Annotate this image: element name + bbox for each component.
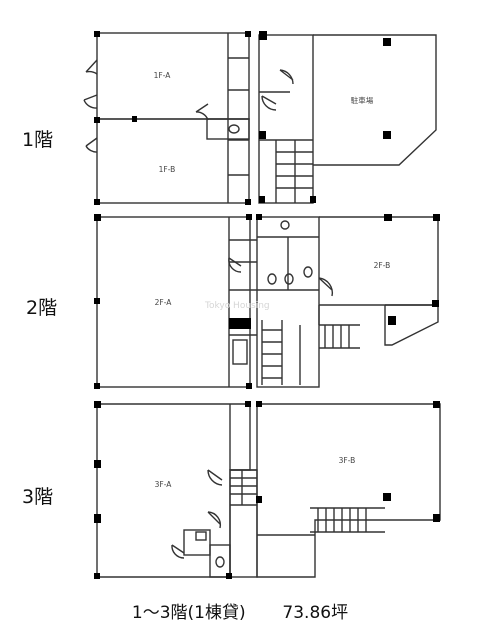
room-3f-b-label: 3F-B (339, 456, 356, 465)
caption: 1～3階(1棟貸) 73.86坪 (0, 598, 480, 623)
floor-2-columns (94, 214, 440, 389)
room-2f-b-label: 2F-B (374, 261, 391, 270)
floor-1-plan (83, 32, 437, 204)
floor-2-label: 2階 (26, 297, 58, 319)
floor-3-plan (96, 403, 441, 578)
room-1f-b-outline (96, 118, 250, 204)
room-3f-b-outline (256, 403, 441, 578)
floor-2-plan (96, 216, 439, 388)
caption-area: 73.86坪 (282, 603, 349, 623)
room-1f-a-outline (96, 32, 250, 120)
room-1f-b-label: 1F-B (159, 165, 176, 174)
floor-1-columns (94, 31, 391, 205)
room-1f-a-label: 1F-A (154, 71, 172, 80)
room-2f-a-label: 2F-A (155, 298, 173, 307)
caption-floors: 1～3階(1棟貸) (131, 603, 246, 623)
room-3f-a-label: 3F-A (155, 480, 173, 489)
parking-label: 駐車場 (351, 95, 374, 105)
floor-3-label: 3階 (22, 486, 54, 508)
floor-3-columns (94, 401, 440, 579)
floor-1-label: 1階 (22, 129, 54, 151)
watermark: Tokyo Housing (204, 301, 270, 311)
